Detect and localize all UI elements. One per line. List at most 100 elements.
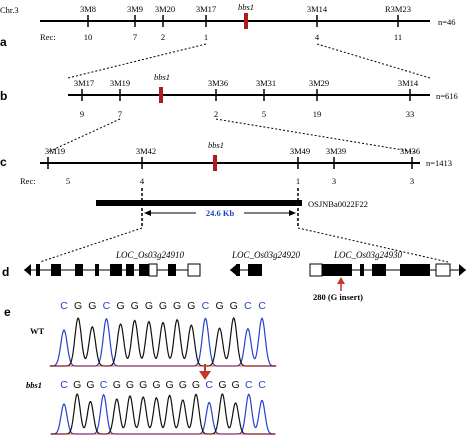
sequence-base: C [205,379,213,391]
sequence-base: G [126,379,134,391]
marker-c-1: 3M19 [45,146,65,156]
sequence-base: C [258,379,266,391]
bac-clone-label: OSJNBa0022F22 [308,199,368,209]
bac-clone-bar [96,200,302,206]
rec-a-1: 10 [84,32,93,42]
rec-c-2: 4 [140,176,145,186]
zoom-line-b-right [215,118,416,153]
mutant-chromatogram [50,393,276,435]
rec-b-5: 19 [313,109,322,119]
marker-b-6: 3M14 [398,78,419,88]
rec-a-2: 7 [133,32,137,42]
mutation-arrow-head [337,277,345,284]
bbs1-marker-c [213,155,217,171]
rec-c-1: 5 [66,176,70,186]
bbs1-label-c: bbs1 [208,140,224,150]
gene1-utr [148,263,158,277]
gene3-exon [322,264,352,276]
rec-a-5: 4 [315,32,320,42]
gene1-exon [95,264,99,276]
bbs1-marker-b [159,87,163,103]
gene-label-3: LOC_Os03g24930 [333,250,403,260]
gene3-direction-arrow [459,264,466,276]
marker-a-3: 3M20 [155,4,175,14]
marker-b-5: 3M29 [309,78,329,88]
gene1-exon [36,264,40,276]
interval-size-label: 24.6 Kb [206,208,235,218]
n-b: n=616 [436,91,458,101]
rec-b-3: 2 [214,109,218,119]
gene1-exon [168,264,176,276]
sequence-base: G [166,379,174,391]
marker-b-4: 3M31 [256,78,276,88]
trace-G [50,393,276,435]
rec-b-1: 9 [80,109,84,119]
rec-a-4: 1 [204,32,208,42]
sequence-base: C [60,300,68,312]
gene1-exon [126,264,134,276]
panel-label-a: a [0,35,7,49]
gene3-exon [372,264,386,276]
bbs1-marker-a [244,13,248,29]
panel-label-b: b [0,89,7,103]
gene2-exon [236,264,240,276]
sequence-base: G [88,300,96,312]
wt-chromatogram [49,317,277,367]
gene1-exon [139,264,149,276]
sequence-base: G [232,379,240,391]
zoom-line-c-right [297,227,449,263]
sequence-base: G [230,300,238,312]
panel-label-c: c [0,155,7,169]
sequence-base: G [179,379,187,391]
panel-label-e: e [4,305,11,319]
n-a: n=46 [438,17,456,27]
trace-C [49,317,277,367]
sequence-base: G [192,379,200,391]
marker-b-1: 3M17 [74,78,94,88]
sequence-base: G [139,379,147,391]
marker-a-1: 3M8 [80,4,96,14]
marker-a-5: 3M14 [307,4,328,14]
insertion-arrow-head [199,371,211,380]
marker-a-6: R3M23 [385,4,411,14]
zoom-line-a-right [316,43,431,79]
gene1-exon [51,264,61,276]
rec-a-6: 11 [394,32,402,42]
sequence-base: G [131,300,139,312]
rec-label-c: Rec: [20,176,36,186]
sequence-base: C [244,300,252,312]
interval-arrow-right-head [289,210,296,216]
sequence-base: G [117,300,125,312]
gene2-direction-arrow [230,264,237,276]
sequence-base: C [258,300,266,312]
marker-a-2: 3M9 [127,4,143,14]
gene3-utr [435,263,451,277]
sequence-base: G [145,300,153,312]
rec-c-4: 3 [332,176,336,186]
marker-c-2: 3M42 [136,146,156,156]
mutant-label: bbs1 [26,380,42,390]
rec-b-2: 7 [118,109,122,119]
rec-c-5: 3 [410,176,414,186]
panel-label-d: d [2,265,9,279]
gene3-utr [309,263,323,277]
gene1-utr [187,263,201,277]
sequence-base: G [173,300,181,312]
rec-b-4: 5 [262,109,266,119]
sequence-base: G [74,300,82,312]
sequence-base: C [202,300,210,312]
sequence-base: G [216,300,224,312]
sequence-base: C [60,379,68,391]
sequence-base: G [73,379,81,391]
row-b-ticks [81,89,411,101]
zoom-line-b-left [47,118,121,153]
sequence-base: G [187,300,195,312]
gene1-exon [75,264,83,276]
row-a-ticks [87,15,399,27]
gene-model-2 [230,264,262,276]
gene-label-2: LOC_Os03g24920 [231,250,301,260]
wt-label: WT [30,326,45,336]
gene-model-1 [24,263,201,277]
